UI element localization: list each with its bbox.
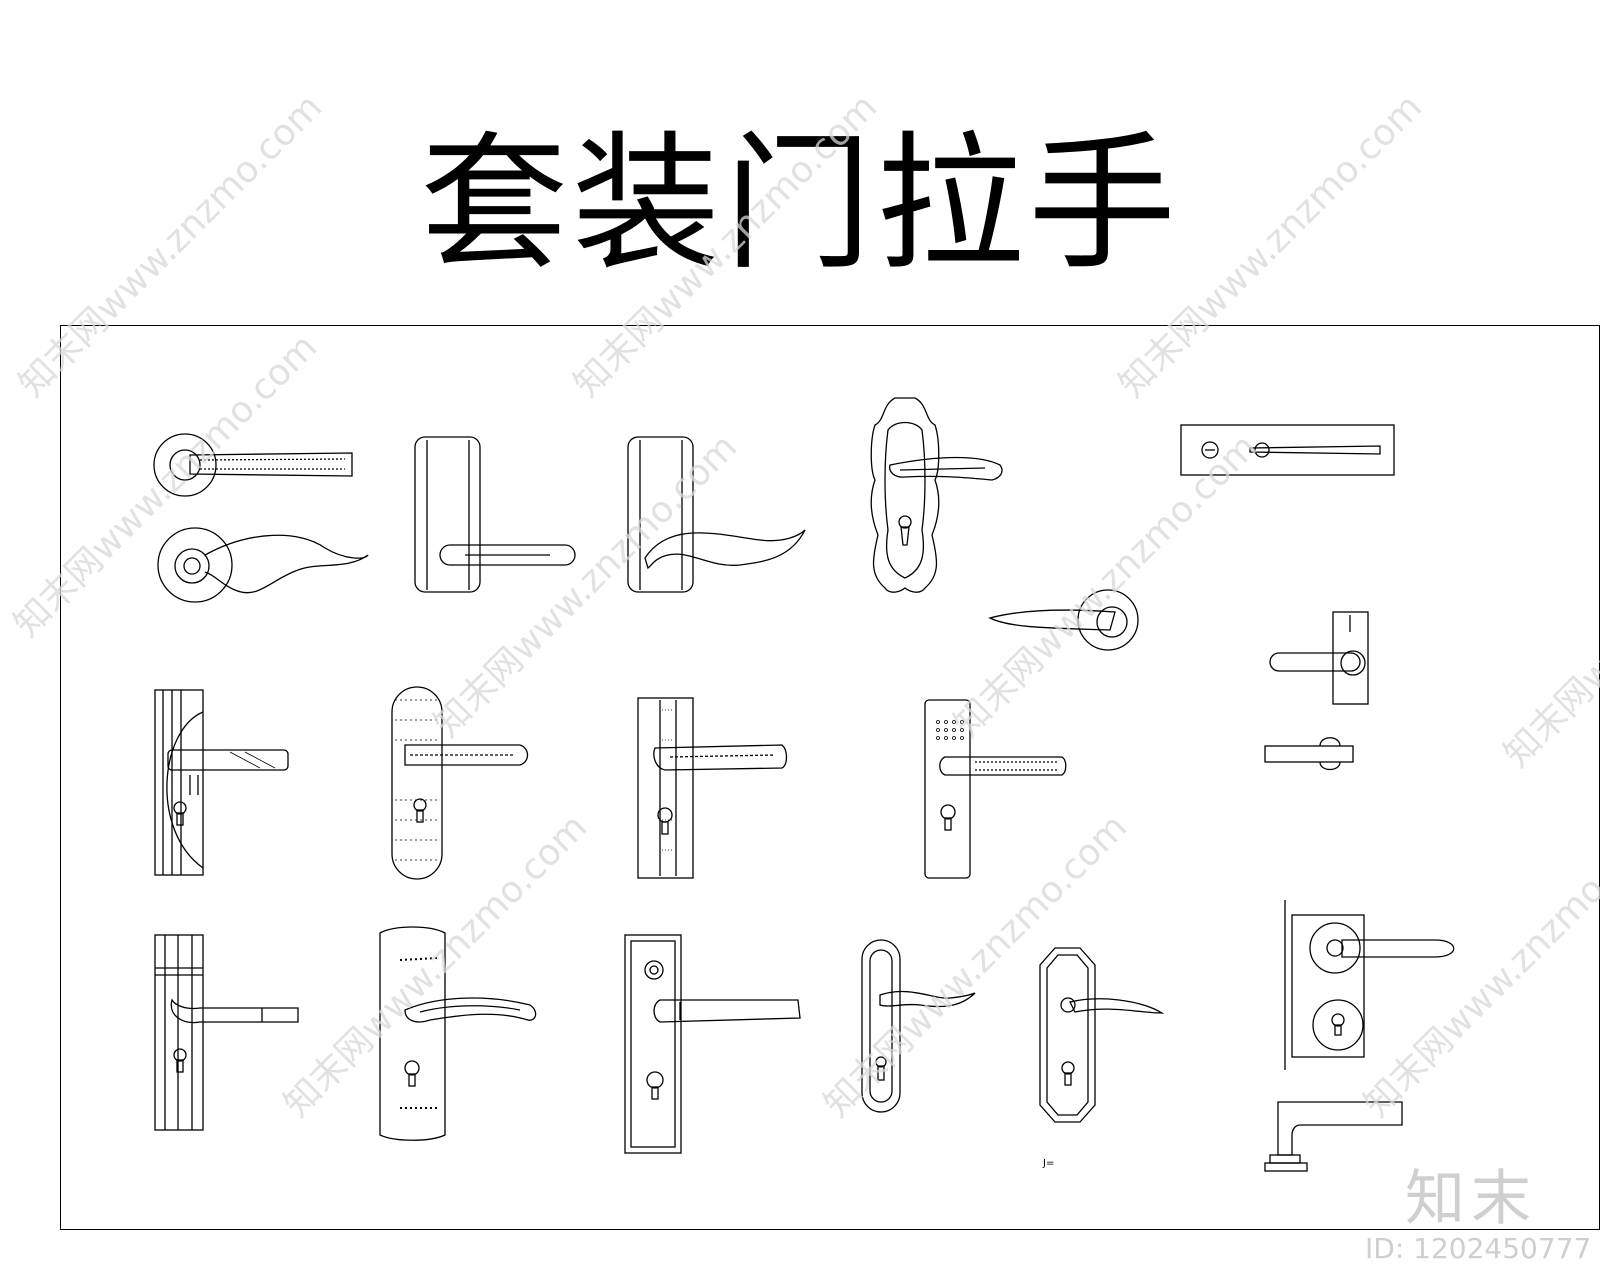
compact-plate-lever-icon — [1269, 611, 1369, 705]
dotted-plate-lever-icon — [379, 926, 537, 1141]
framed-plate-lever-icon — [624, 934, 801, 1154]
strip-plate-lever-icon — [637, 697, 788, 879]
keypad-plate-lever-icon — [924, 699, 1067, 879]
side-view-lever-icon — [1264, 1101, 1403, 1172]
textured-plate-lever-icon — [391, 686, 529, 880]
brand-logo: 知末 — [1405, 1164, 1537, 1234]
scroll-rose-lever-icon — [157, 527, 369, 603]
mortise-lock-lever-icon — [1284, 900, 1455, 1070]
round-rose-lever-left-icon — [988, 589, 1139, 651]
small-mark: J= — [1043, 1158, 1055, 1169]
page-title: 套装门拉手 — [420, 118, 1180, 290]
column-plate-lever-icon — [154, 689, 289, 876]
bar-lever-icon — [1264, 737, 1354, 771]
round-rose-lever-icon — [153, 433, 353, 497]
tall-plate-lever-icon — [414, 436, 576, 593]
ornate-plate-lever-icon — [870, 397, 1003, 593]
tall-plate-curve-lever-icon — [627, 436, 806, 593]
striped-column-plate-icon — [154, 934, 299, 1131]
slide-plate-icon — [1180, 424, 1395, 476]
octagonal-plate-lever-icon — [1039, 947, 1165, 1123]
image-id: ID: 1202450777 — [1365, 1232, 1592, 1265]
slim-oval-plate-icon — [861, 939, 976, 1113]
